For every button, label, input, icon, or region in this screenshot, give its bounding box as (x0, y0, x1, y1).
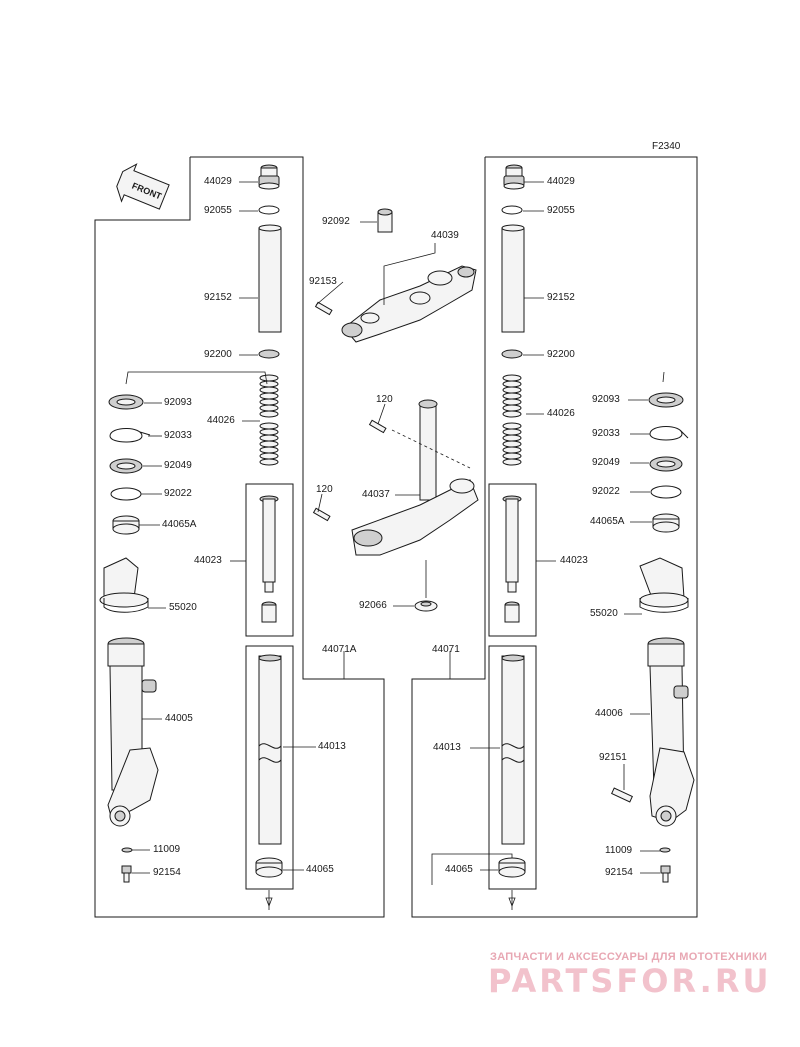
left-outer-tube-icon (107, 637, 159, 827)
left-washer-icon (258, 349, 280, 359)
callout-44065a-right: 44065A (590, 516, 625, 527)
right-pipe-icon (501, 224, 525, 333)
left-washer-small-icon (121, 847, 133, 853)
right-inner-tube-icon (501, 654, 525, 845)
right-top-cap-icon (503, 164, 525, 190)
callout-11009-right: 11009 (605, 845, 633, 856)
left-bushing-a-icon (112, 515, 140, 535)
left-pipe-icon (258, 224, 282, 333)
left-seal-ring-icon (109, 458, 143, 474)
right-bushing-a-icon (652, 513, 680, 533)
callout-44013-right: 44013 (433, 742, 461, 753)
left-group-frame (94, 156, 385, 918)
callout-44037: 44037 (362, 489, 390, 500)
callout-92200-right: 92200 (547, 349, 575, 360)
right-oil-seal-icon (648, 392, 684, 408)
callout-92200-left: 92200 (204, 349, 232, 360)
callout-44026-left: 44026 (207, 415, 235, 426)
callout-92152-right: 92152 (547, 292, 575, 303)
right-bolt-icon (660, 865, 671, 883)
upper-bracket-icon (341, 265, 477, 343)
callout-92049-left: 92049 (164, 460, 192, 471)
left-bolt-icon (121, 865, 132, 883)
watermark-tagline: ЗАПЧАСТИ И АКСЕССУАРЫ ДЛЯ МОТОТЕХНИКИ (490, 951, 768, 963)
callout-92055-right: 92055 (547, 205, 575, 216)
left-cartridge-icon (259, 495, 279, 623)
callout-44006: 44006 (595, 708, 623, 719)
callout-92153: 92153 (309, 276, 337, 287)
callout-44023-left: 44023 (194, 555, 222, 566)
right-seal-ring-icon (649, 456, 683, 472)
upper-bolt-icon (314, 301, 333, 316)
callout-44005: 44005 (165, 713, 193, 724)
callout-92049-right: 92049 (592, 457, 620, 468)
right-spring-icon (502, 374, 522, 466)
right-outer-tube-icon (647, 637, 695, 827)
left-clip-icon (109, 428, 151, 443)
figure-code: F2340 (652, 141, 681, 152)
callout-44023-right: 44023 (560, 555, 588, 566)
callout-44013-left: 44013 (318, 741, 346, 752)
stem-bolt-top-icon (368, 419, 387, 434)
right-bushing-icon (498, 857, 526, 878)
callout-92093-left: 92093 (164, 397, 192, 408)
left-top-cap-icon (258, 164, 280, 190)
front-arrow-icon: FRONT (116, 163, 170, 210)
callout-55020-left: 55020 (169, 602, 197, 613)
left-inner-tube-icon (258, 654, 282, 845)
center-collar-icon (377, 208, 393, 233)
left-guard-icon (99, 557, 149, 613)
callout-44065a-left: 44065A (162, 519, 197, 530)
left-spring-icon (259, 374, 279, 466)
callout-92022-left: 92022 (164, 488, 192, 499)
right-side-bolt-icon (611, 787, 633, 803)
group-label-44071a: 44071A (322, 644, 357, 655)
leader-lines (125, 181, 665, 910)
callout-44039: 44039 (431, 230, 459, 241)
right-tube-box (488, 645, 537, 890)
callout-92154-left: 92154 (153, 867, 181, 878)
right-guide-ring-icon (650, 485, 682, 499)
callout-11009-left: 11009 (153, 844, 181, 855)
callout-44029-right: 44029 (547, 176, 575, 187)
callout-92055-left: 92055 (204, 205, 232, 216)
right-o-ring-icon (501, 205, 523, 215)
callout-120-bottom: 120 (316, 484, 333, 495)
left-tube-box (245, 645, 294, 890)
callout-44029-left: 44029 (204, 176, 232, 187)
callout-44065-right: 44065 (445, 864, 473, 875)
left-cartridge-box (245, 483, 294, 637)
callout-92033-left: 92033 (164, 430, 192, 441)
callout-44026-right: 44026 (547, 408, 575, 419)
right-clip-icon (649, 426, 689, 441)
callout-92152-left: 92152 (204, 292, 232, 303)
left-guide-ring-icon (110, 487, 142, 501)
callout-55020-right: 55020 (590, 608, 618, 619)
callout-92151: 92151 (599, 752, 627, 763)
callout-92093-right: 92093 (592, 394, 620, 405)
stem-nut-icon (414, 600, 438, 612)
right-washer-icon (501, 349, 523, 359)
callout-44065-left: 44065 (306, 864, 334, 875)
left-bushing-icon (255, 857, 283, 878)
callout-92022-right: 92022 (592, 486, 620, 497)
watermark-logo: PARTSFOR.RU (488, 962, 772, 1000)
stem-bolt-bottom-icon (312, 507, 331, 522)
callout-92033-right: 92033 (592, 428, 620, 439)
left-o-ring-icon (258, 205, 280, 215)
right-washer-small-icon (659, 847, 671, 853)
callout-92066: 92066 (359, 600, 387, 611)
callout-92092: 92092 (322, 216, 350, 227)
steering-stem-icon (351, 399, 479, 556)
right-cartridge-box (488, 483, 537, 637)
right-group-frame (411, 156, 698, 918)
callout-120-top: 120 (376, 394, 393, 405)
callout-92154-right: 92154 (605, 867, 633, 878)
right-guard-icon (639, 557, 689, 613)
left-oil-seal-icon (108, 394, 144, 410)
group-label-44071: 44071 (432, 644, 460, 655)
right-cartridge-icon (502, 495, 522, 623)
